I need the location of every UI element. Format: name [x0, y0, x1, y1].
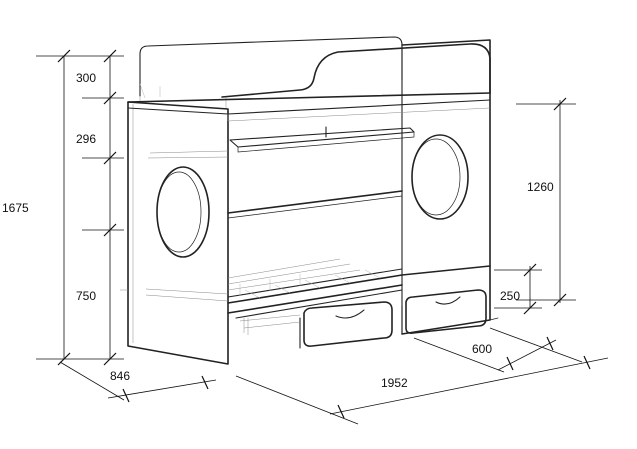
- dimension-lines: [36, 49, 609, 425]
- dim-label-total-height: 1675: [2, 201, 29, 215]
- drawer-left: [303, 301, 393, 347]
- dim-label-drawer-width: 600: [472, 342, 492, 356]
- dim-label-upper-deck-height: 1260: [527, 180, 554, 194]
- dim-label-lower-bed-height: 750: [76, 289, 96, 303]
- lower-deck-frame: [227, 265, 491, 304]
- dim-label-depth: 846: [110, 369, 130, 383]
- upper-deck-rail: [127, 92, 491, 103]
- upper-headboard: [139, 36, 403, 97]
- mid-cross-beam: [227, 190, 403, 214]
- bunk-bed-outline: [120, 36, 499, 365]
- dim-label-top-rail-height: 300: [76, 71, 96, 85]
- right-end-panel: [401, 39, 491, 335]
- drawer-right: [405, 289, 487, 334]
- dim-label-length: 1952: [381, 376, 408, 390]
- upper-shelf: [229, 127, 415, 148]
- dim-label-drawer-height: 250: [500, 289, 520, 303]
- dimension-labels: 1675 300 296 750 846 1952 600 1260 250: [2, 71, 554, 390]
- front-side-panel: [127, 101, 229, 365]
- upper-guard-rail: [221, 43, 491, 98]
- dim-label-upper-gap: 296: [76, 132, 96, 146]
